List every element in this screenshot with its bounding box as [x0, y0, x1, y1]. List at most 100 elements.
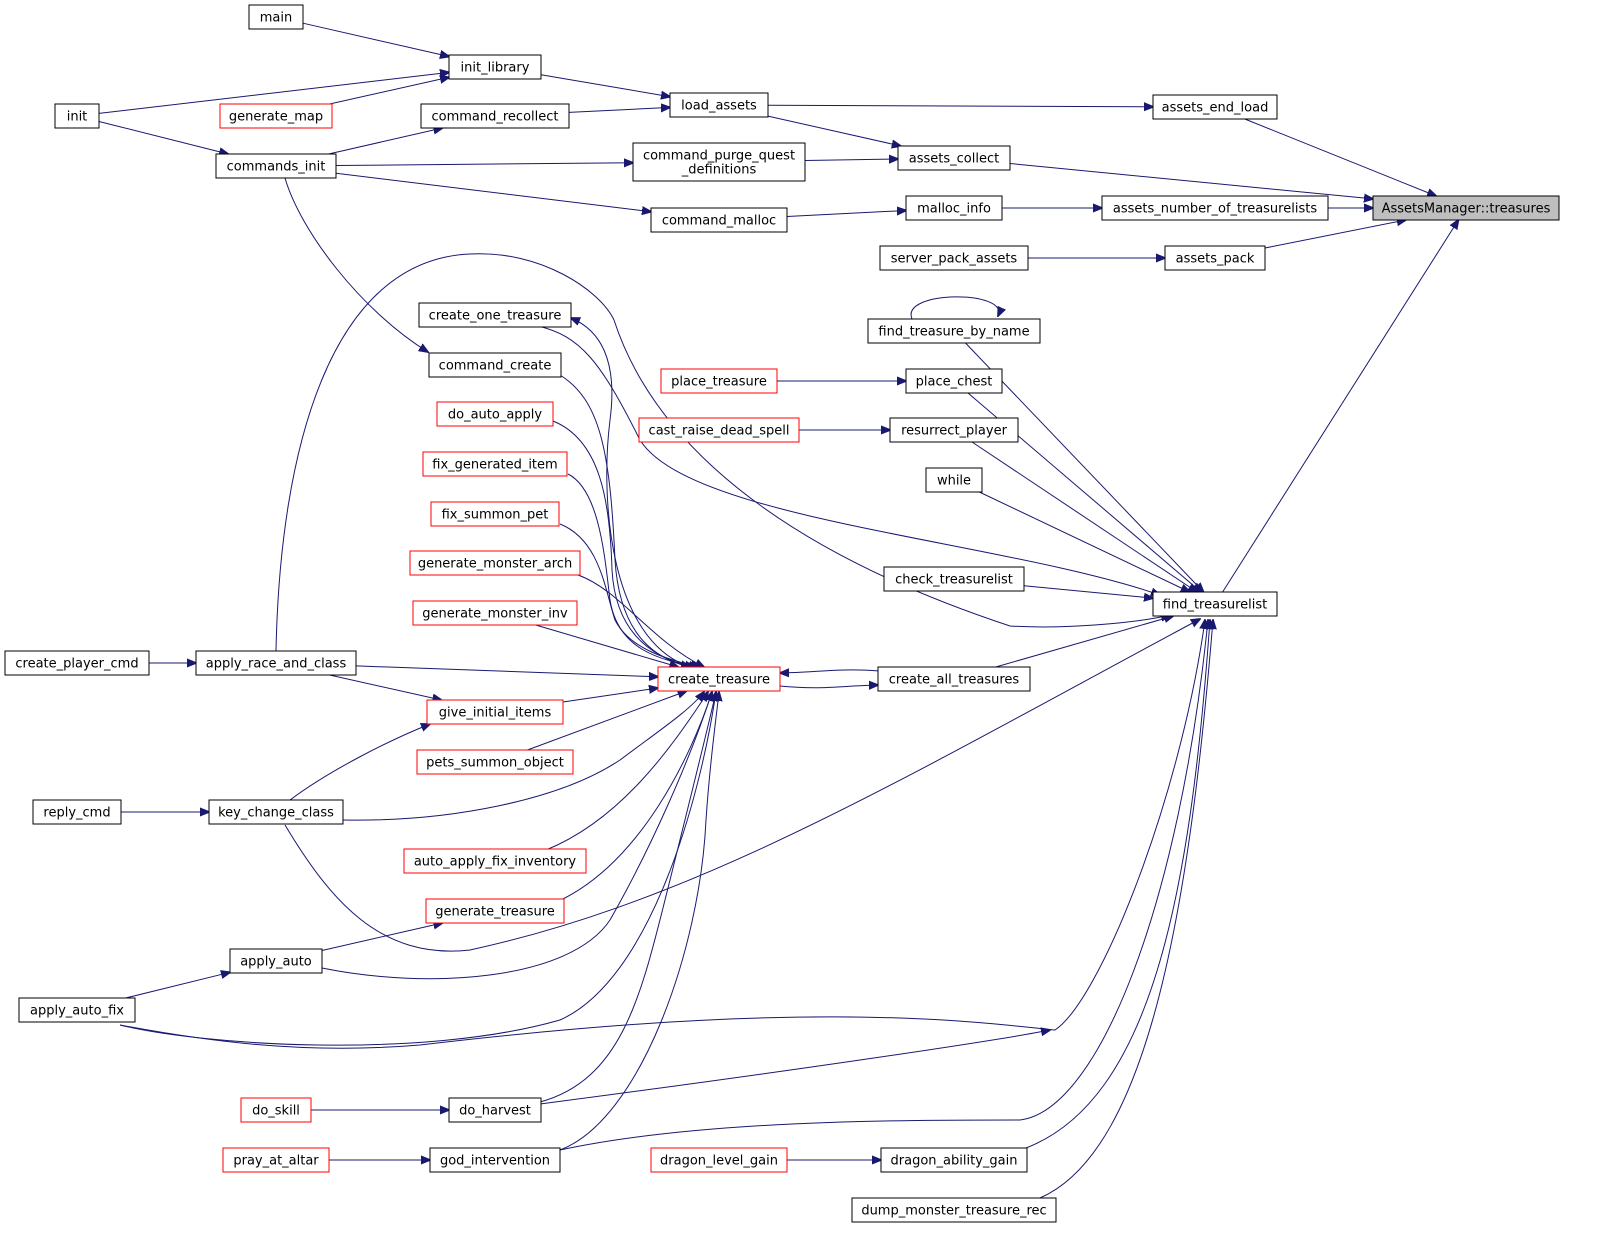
node-key-change-class[interactable]: key_change_class	[208, 799, 344, 825]
node-assets-pack[interactable]: assets_pack	[1164, 245, 1266, 271]
node-find-treasurelist[interactable]: find_treasurelist	[1152, 591, 1278, 617]
node-command-create[interactable]: command_create	[428, 352, 562, 378]
node-command-purge[interactable]: command_purge_quest_definitions	[632, 142, 806, 182]
edge-load-assets-to-assets-collect	[767, 115, 901, 146]
node-box	[436, 401, 554, 427]
node-auto-apply-fix-inventory[interactable]: auto_apply_fix_inventory	[403, 848, 587, 874]
edge-key-change-class-to-give-initial-items	[289, 724, 430, 801]
node-init[interactable]: init	[54, 103, 100, 129]
edge-check-treasurelist-to-find-treasurelist	[1023, 585, 1153, 598]
node-root[interactable]: AssetsManager::treasures	[1372, 195, 1560, 221]
node-assets-end-load[interactable]: assets_end_load	[1152, 94, 1278, 120]
node-check-treasurelist[interactable]: check_treasurelist	[883, 566, 1025, 592]
node-label: generate_map	[229, 110, 323, 125]
node-label: init_library	[461, 61, 530, 76]
edge-create-treasure-to-create-one-treasure	[571, 318, 691, 668]
node-pray-at-altar[interactable]: pray_at_altar	[222, 1147, 330, 1173]
edge-create-treasure-to-create-all-treasures	[779, 685, 878, 688]
edge-assets-end-load-to-root	[1244, 118, 1436, 196]
node-generate-map[interactable]: generate_map	[219, 103, 333, 129]
node-resurrect-player[interactable]: resurrect_player	[889, 417, 1019, 443]
node-dump-monster-treasure-rec[interactable]: dump_monster_treasure_rec	[851, 1197, 1057, 1223]
node-label: dragon_ability_gain	[891, 1154, 1018, 1169]
node-label: load_assets	[681, 99, 757, 114]
edge-main-to-init-library	[302, 22, 449, 56]
node-box	[4, 650, 150, 676]
node-create-player-cmd[interactable]: create_player_cmd	[4, 650, 150, 676]
node-do-skill[interactable]: do_skill	[240, 1097, 312, 1123]
node-command-recollect[interactable]: command_recollect	[420, 103, 570, 129]
node-do-harvest[interactable]: do_harvest	[448, 1097, 542, 1123]
node-malloc-info[interactable]: malloc_info	[905, 195, 1003, 221]
node-while[interactable]: while	[925, 467, 983, 493]
node-create-one-treasure[interactable]: create_one_treasure	[418, 302, 572, 328]
node-init-library[interactable]: init_library	[448, 54, 542, 80]
node-box	[425, 898, 565, 924]
node-box	[925, 467, 983, 493]
edge-command-recollect-to-load-assets	[568, 107, 670, 113]
node-generate-monster-inv[interactable]: generate_monster_inv	[412, 600, 578, 626]
node-label: find_treasure_by_name	[878, 325, 1029, 340]
node-apply-auto[interactable]: apply_auto	[229, 948, 323, 974]
node-box	[409, 550, 581, 576]
node-generate-treasure[interactable]: generate_treasure	[425, 898, 565, 924]
node-label: do_skill	[252, 1104, 300, 1119]
edge-apply-auto-fix-to-create-treasure	[119, 692, 716, 1046]
node-give-initial-items[interactable]: give_initial_items	[426, 699, 564, 725]
edge-apply-auto-to-create-treasure	[321, 692, 712, 980]
edge-key-change-class-to-create-treasure	[342, 692, 704, 821]
node-find-treasure-by-name[interactable]: find_treasure_by_name	[867, 318, 1041, 344]
node-apply-auto-fix[interactable]: apply_auto_fix	[18, 997, 136, 1023]
node-place-treasure[interactable]: place_treasure	[660, 368, 778, 394]
node-cast-raise-dead-spell[interactable]: cast_raise_dead_spell	[638, 417, 800, 443]
node-box	[905, 195, 1003, 221]
edge-resurrect-player-to-find-treasurelist	[971, 441, 1197, 592]
edge-commands-init-to-command-purge	[335, 163, 633, 166]
node-server-pack-assets[interactable]: server_pack_assets	[879, 245, 1029, 271]
node-box	[412, 600, 578, 626]
node-label: fix_generated_item	[432, 458, 557, 473]
node-reply-cmd[interactable]: reply_cmd	[32, 799, 122, 825]
node-label: create_one_treasure	[429, 309, 562, 324]
node-label: reply_cmd	[43, 806, 110, 821]
node-commands-init[interactable]: commands_init	[215, 153, 337, 179]
node-fix-generated-item[interactable]: fix_generated_item	[422, 451, 568, 477]
node-label: fix_summon_pet	[442, 508, 549, 523]
node-box	[215, 153, 337, 179]
edge-commands-init-to-command-create	[284, 177, 428, 352]
node-pets-summon-object[interactable]: pets_summon_object	[416, 749, 574, 775]
node-label: do_harvest	[459, 1104, 531, 1119]
node-box	[660, 368, 778, 394]
node-box	[429, 1147, 561, 1173]
node-generate-monster-arch[interactable]: generate_monster_arch	[409, 550, 581, 576]
node-label: assets_pack	[1176, 252, 1255, 267]
node-create-all-treasures[interactable]: create_all_treasures	[877, 666, 1031, 692]
node-label: command_malloc	[662, 214, 776, 229]
node-box	[905, 368, 1003, 394]
node-label: apply_auto_fix	[30, 1004, 124, 1019]
node-box	[1164, 245, 1266, 271]
node-box	[195, 650, 357, 676]
node-assets-collect[interactable]: assets_collect	[897, 145, 1011, 171]
node-label: commands_init	[227, 160, 326, 175]
node-do-auto-apply[interactable]: do_auto_apply	[436, 401, 554, 427]
node-label: init	[67, 110, 88, 125]
node-box	[219, 103, 333, 129]
node-label: do_auto_apply	[448, 408, 543, 423]
node-god-intervention[interactable]: god_intervention	[429, 1147, 561, 1173]
node-dragon-level-gain[interactable]: dragon_level_gain	[650, 1147, 788, 1173]
node-label: malloc_info	[917, 202, 991, 217]
edge-do-harvest-to-find-treasurelist	[539, 1030, 1050, 1105]
node-load-assets[interactable]: load_assets	[669, 92, 769, 118]
node-assets-number[interactable]: assets_number_of_treasurelists	[1101, 195, 1329, 221]
node-label: dragon_level_gain	[660, 1154, 778, 1169]
node-main[interactable]: main	[248, 4, 304, 30]
node-box	[403, 848, 587, 874]
node-place-chest[interactable]: place_chest	[905, 368, 1003, 394]
node-fix-summon-pet[interactable]: fix_summon_pet	[430, 501, 560, 527]
node-apply-race-and-class[interactable]: apply_race_and_class	[195, 650, 357, 676]
node-create-treasure[interactable]: create_treasure	[657, 666, 781, 692]
node-box	[448, 54, 542, 80]
node-dragon-ability-gain[interactable]: dragon_ability_gain	[880, 1147, 1028, 1173]
node-command-malloc[interactable]: command_malloc	[650, 207, 788, 233]
